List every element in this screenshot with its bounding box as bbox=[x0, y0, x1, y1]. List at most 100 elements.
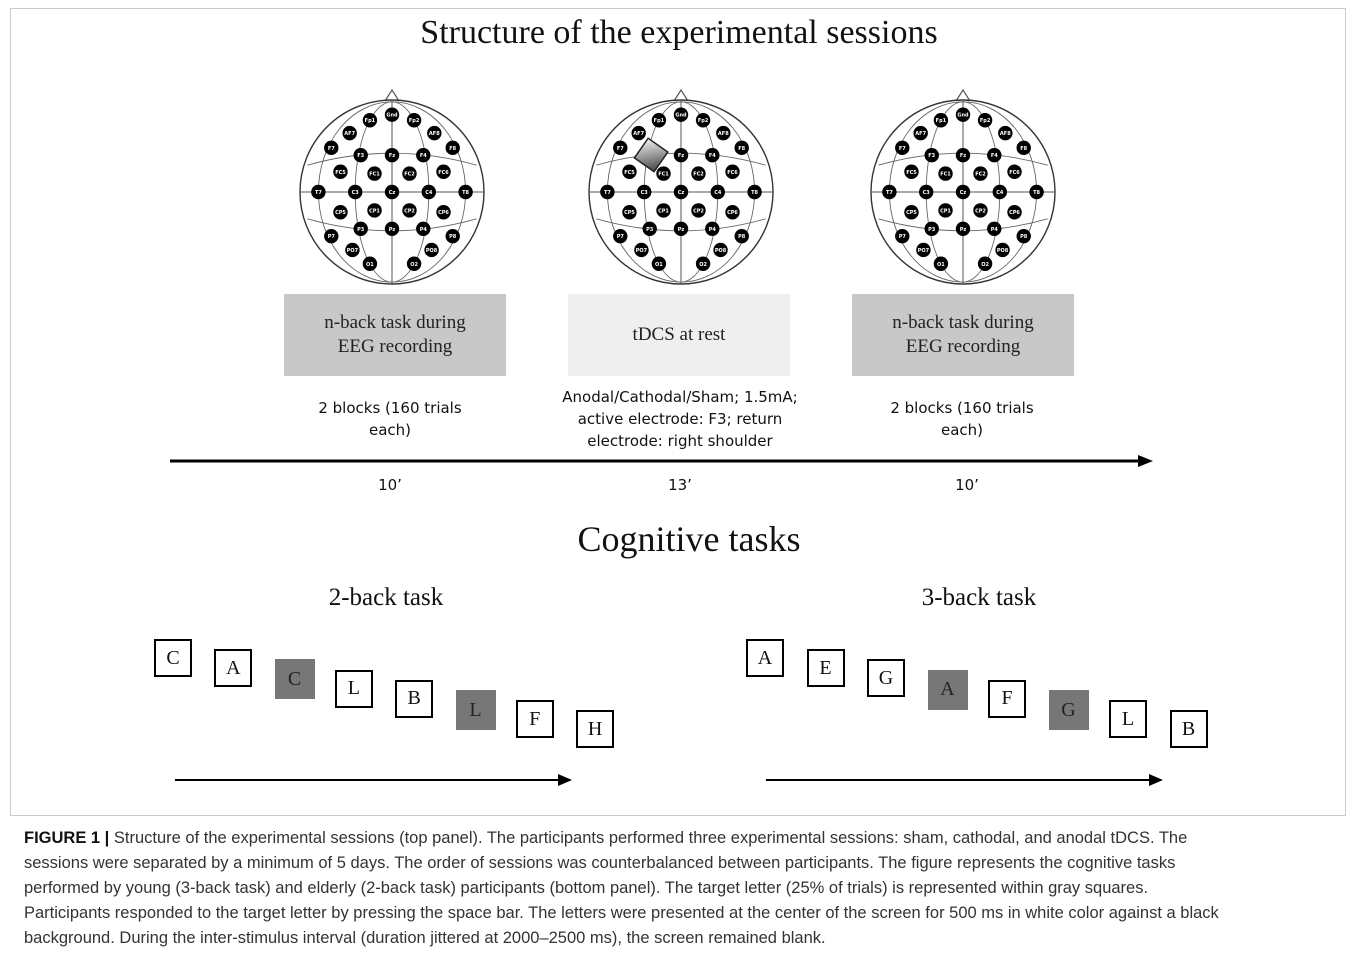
caption-line-5: background. During the inter-stimulus in… bbox=[24, 929, 826, 947]
electrode-fp1 bbox=[651, 113, 667, 128]
electrode-label: F4 bbox=[420, 153, 427, 159]
electrode-fc6 bbox=[1007, 164, 1022, 179]
electrode-label: F7 bbox=[899, 146, 906, 152]
electrode-label: AF7 bbox=[344, 131, 355, 137]
letter-stimulus: A bbox=[746, 639, 784, 677]
electrode-label: F3 bbox=[357, 153, 364, 159]
electrode-label: F8 bbox=[1020, 146, 1027, 152]
caption-line-1: FIGURE 1 | Structure of the experimental… bbox=[24, 826, 1344, 851]
electrode-t7 bbox=[311, 184, 326, 200]
electrode-label: T7 bbox=[315, 190, 322, 196]
electrode-label: F4 bbox=[709, 153, 716, 159]
electrode-label: CP2 bbox=[404, 208, 415, 214]
electrode-fc1 bbox=[367, 166, 382, 181]
letter-stimulus: C bbox=[154, 639, 192, 677]
electrode-label: O1 bbox=[937, 262, 945, 268]
target-letter: C bbox=[274, 659, 315, 700]
electrode-label: T8 bbox=[751, 190, 758, 196]
electrode-p4 bbox=[987, 221, 1002, 236]
electrode-label: CP2 bbox=[975, 208, 986, 214]
electrode-t7 bbox=[882, 184, 897, 200]
electrode-label: P8 bbox=[449, 234, 457, 240]
electrode-po8 bbox=[713, 242, 728, 258]
electrode-fc5 bbox=[904, 164, 919, 179]
electrode-label: CP6 bbox=[727, 210, 738, 216]
electrode-label: CP1 bbox=[369, 208, 380, 214]
electrode-o2 bbox=[406, 256, 422, 271]
electrode-f7 bbox=[613, 140, 628, 156]
electrode-p3 bbox=[642, 221, 657, 236]
session-box-2: tDCS at rest bbox=[568, 294, 790, 376]
electrode-label: FC2 bbox=[404, 172, 415, 178]
electrode-label: O2 bbox=[981, 262, 989, 268]
electrode-f8 bbox=[1016, 140, 1031, 156]
caption-label: FIGURE 1 | bbox=[24, 829, 110, 847]
electrode-pz bbox=[955, 221, 971, 236]
electrode-label: FC6 bbox=[727, 170, 738, 176]
electrode-gnd bbox=[955, 107, 971, 122]
electrode-fc1 bbox=[938, 166, 953, 181]
electrode-f7 bbox=[895, 140, 910, 156]
electrode-fc2 bbox=[691, 166, 706, 181]
electrode-fp2 bbox=[695, 113, 711, 128]
electrode-p3 bbox=[353, 221, 368, 236]
electrode-af8 bbox=[998, 125, 1013, 141]
electrode-cz bbox=[955, 184, 971, 200]
electrode-po8 bbox=[424, 242, 439, 258]
letter-stimulus: G bbox=[867, 659, 905, 698]
electrode-fp1 bbox=[933, 113, 949, 128]
electrode-label: Pz bbox=[678, 227, 685, 233]
electrode-f7 bbox=[324, 140, 339, 156]
electrode-p7 bbox=[895, 228, 910, 244]
electrode-label: F8 bbox=[738, 146, 745, 152]
electrode-fz bbox=[384, 148, 400, 163]
session-note-1: 2 blocks (160 trials each) bbox=[318, 399, 462, 439]
electrode-label: Cz bbox=[960, 190, 967, 196]
top-title: Structure of the experimental sessions bbox=[420, 14, 938, 51]
electrode-pz bbox=[673, 221, 689, 236]
electrode-label: F3 bbox=[928, 153, 935, 159]
electrode-p8 bbox=[734, 228, 749, 244]
electrode-label: PO8 bbox=[715, 248, 727, 254]
caption-line-3: performed by young (3-back task) and eld… bbox=[24, 879, 1149, 897]
electrode-label: F7 bbox=[617, 146, 624, 152]
letter-stimulus: E bbox=[806, 649, 845, 688]
electrode-label: CP1 bbox=[940, 208, 951, 214]
caption-line-4: Participants responded to the target let… bbox=[24, 904, 1219, 922]
eeg-head-2: GndFp1Fp2AF7AF8F7F3FzF4F8FC5FC1FC2FC6T7C… bbox=[588, 88, 774, 285]
electrode-t8 bbox=[1029, 184, 1044, 200]
electrode-fc1 bbox=[656, 166, 671, 181]
electrode-c4 bbox=[421, 184, 436, 200]
electrode-cp2 bbox=[691, 203, 706, 218]
electrode-o1 bbox=[362, 256, 378, 271]
electrode-c4 bbox=[992, 184, 1007, 200]
sequence-arrow-2back bbox=[175, 774, 572, 786]
electrode-f3 bbox=[924, 148, 939, 163]
electrode-label: Fp1 bbox=[365, 118, 376, 124]
electrode-label: Gnd bbox=[675, 113, 687, 119]
electrode-p4 bbox=[416, 221, 431, 236]
electrode-label: P8 bbox=[1020, 234, 1028, 240]
electrode-label: C3 bbox=[923, 190, 931, 196]
electrode-label: T8 bbox=[1033, 190, 1040, 196]
electrode-label: P7 bbox=[899, 234, 907, 240]
electrode-c4 bbox=[710, 184, 725, 200]
electrode-p3 bbox=[924, 221, 939, 236]
electrode-label: Fp1 bbox=[936, 118, 947, 124]
electrode-cp1 bbox=[938, 203, 953, 218]
electrode-label: T7 bbox=[604, 190, 611, 196]
electrode-cp6 bbox=[1007, 205, 1022, 220]
electrode-po7 bbox=[916, 242, 931, 258]
session-box-3: n-back task during EEG recording bbox=[852, 294, 1074, 376]
electrode-label: O1 bbox=[366, 262, 374, 268]
electrode-t7 bbox=[600, 184, 615, 200]
electrode-label: Fp2 bbox=[698, 118, 709, 124]
electrode-f4 bbox=[987, 148, 1002, 163]
electrode-label: CP6 bbox=[438, 210, 449, 216]
cognitive-tasks-title: Cognitive tasks bbox=[577, 519, 801, 559]
session-duration-2: 13’ bbox=[668, 476, 692, 494]
electrode-label: C4 bbox=[714, 190, 722, 196]
electrode-label: C4 bbox=[996, 190, 1004, 196]
electrode-po8 bbox=[995, 242, 1010, 258]
